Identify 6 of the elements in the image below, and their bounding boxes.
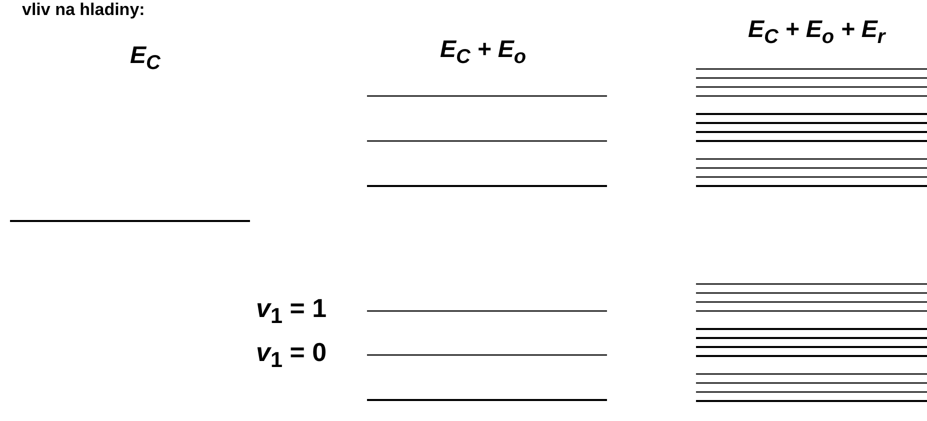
heading: vliv na hladiny: <box>22 0 145 20</box>
energy-term: E$_{C}$ + E$_{o}$ + E$_{r}$ <box>748 16 886 49</box>
energy-term: E$_{C}$ <box>130 42 160 75</box>
energy-term: E$_{C}$ + E$_{o}$ <box>440 36 526 69</box>
quantum-number-label: v$_{1}$ = 0 <box>256 337 327 374</box>
quantum-number-label: v$_{1}$ = 1 <box>256 293 327 330</box>
